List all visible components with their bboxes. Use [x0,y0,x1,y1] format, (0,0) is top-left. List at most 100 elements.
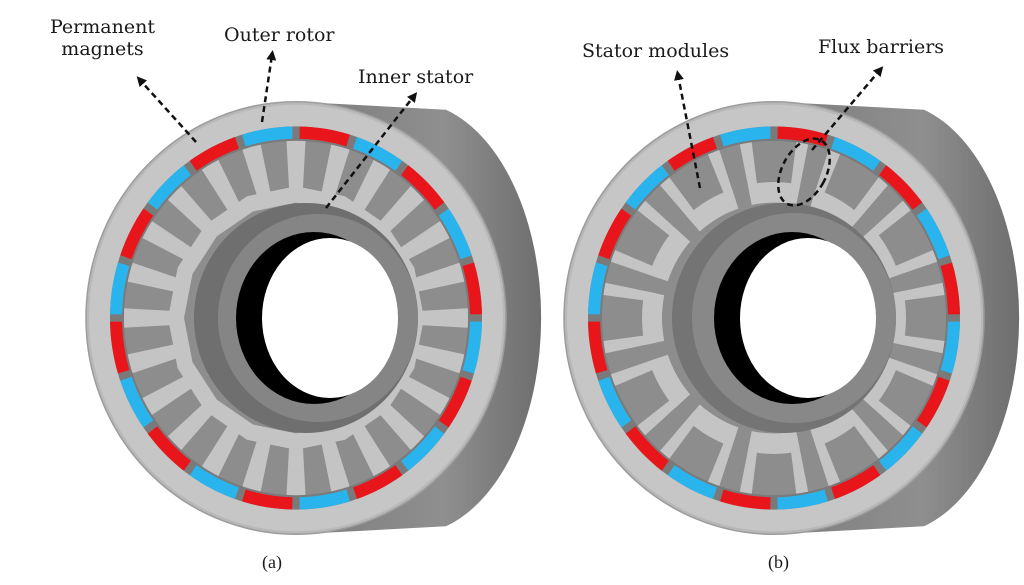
stator-module-leg [884,357,938,386]
arrow-inner-stator [325,92,418,209]
stator-module-leg [610,250,664,279]
magnet-north-segment [438,376,472,428]
stator-tooth [349,159,391,217]
stator-tooth [167,186,218,237]
stator-tooth [127,262,184,293]
annotation-arrows-b [674,66,884,207]
stator-module-leg [660,177,701,226]
label-permanent-magnets-line1: Permanent [50,16,155,38]
arrow-outer-rotor [260,50,277,123]
magnet-south-segment [625,165,669,210]
stator-module-leg [739,142,759,197]
label-permanent-magnets-line2: magnets [61,38,144,60]
magnet-north-segment [777,126,828,147]
stator-module-leg [863,393,911,436]
stator-module-leg [610,357,664,386]
motor-a-outer-rotor-machine [85,100,542,536]
stator-module-leg [789,142,809,197]
stator-module-leg [812,150,840,204]
magnet-south-segment [831,137,881,171]
magnet-south-segment [940,321,960,374]
magnet-south-segment [120,376,154,428]
magnet-south-segment [401,426,445,471]
magnet-north-segment [940,262,960,315]
motor-b-modular-stator-machine [563,100,1020,536]
magnet-south-segment [777,489,828,510]
stator-tooth [167,399,218,450]
label-outer-rotor: Outer rotor [224,24,335,46]
arrow-stator-modules [674,70,702,189]
magnet-south-segment [916,208,950,260]
shaft-bore [262,238,398,398]
stator-tooth [408,343,465,374]
stator-tooth [142,221,198,264]
magnet-north-segment [462,262,482,315]
magnet-north-segment [720,489,771,510]
magnet-south-segment [720,126,771,147]
stator-module-leg [660,410,701,459]
stator-module-leg [603,334,657,354]
stator-module-leg [637,393,685,436]
magnet-north-segment [831,465,881,499]
label-permanent-magnets: Permanent magnets [50,16,155,60]
stator-tooth [394,372,450,415]
stator-module-leg [812,432,840,486]
magnet-south-segment [189,465,239,499]
magnet-north-segment [353,465,403,499]
stator-tooth [124,308,179,328]
stator-module-base [747,431,801,454]
magnet-south-segment [110,262,130,315]
magnet-north-segment [189,137,239,171]
magnet-north-segment [598,208,632,260]
magnet-south-segment [299,489,350,510]
stator-tooth [413,308,468,328]
magnet-north-segment [110,321,130,374]
stator-module-base [642,291,665,345]
magnet-north-segment [625,426,669,471]
magnet-south-segment [438,208,472,260]
magnet-south-segment [667,465,717,499]
stator-tooth [127,343,184,374]
stator-tooth [374,186,425,237]
stator-module-leg [863,200,911,243]
stator-tooth [242,144,272,203]
stator-module-leg [708,150,736,204]
stator-module-leg [891,282,945,302]
annotation-arrows-a [136,50,418,209]
magnet-north-segment [916,376,950,428]
stator-tooth [242,433,272,492]
magnet-north-segment [120,208,154,260]
stator-tooth [286,140,306,197]
shaft-bore [740,238,876,398]
stator-module-leg [847,177,888,226]
magnet-south-segment [588,262,608,315]
magnet-south-segment [242,126,293,147]
label-inner-stator: Inner stator [358,66,474,88]
arrow-permanent-magnets [136,76,197,143]
magnet-south-segment [879,426,923,471]
stator-module-leg [708,432,736,486]
stator-tooth [408,262,465,293]
magnet-north-segment [401,165,445,210]
stator-tooth [320,144,350,203]
stator-tooth [201,419,243,477]
stator-module-base [747,182,801,205]
stator-tooth [394,221,450,264]
magnet-north-segment [588,321,608,374]
stator-tooth [320,433,350,492]
magnet-south-segment [598,376,632,428]
stator-module-leg [789,439,809,494]
magnet-north-segment [242,489,293,510]
magnet-north-segment [879,165,923,210]
magnet-south-segment [147,165,191,210]
label-flux-barriers: Flux barriers [818,36,945,58]
label-stator-modules: Stator modules [582,40,730,62]
caption-panel-a: (a) [262,552,282,572]
magnet-north-segment [299,126,350,147]
stator-tooth [286,439,306,496]
stator-module-leg [637,200,685,243]
stator-module-leg [884,250,938,279]
arrow-flux-barriers [811,66,884,151]
stator-tooth [201,159,243,217]
